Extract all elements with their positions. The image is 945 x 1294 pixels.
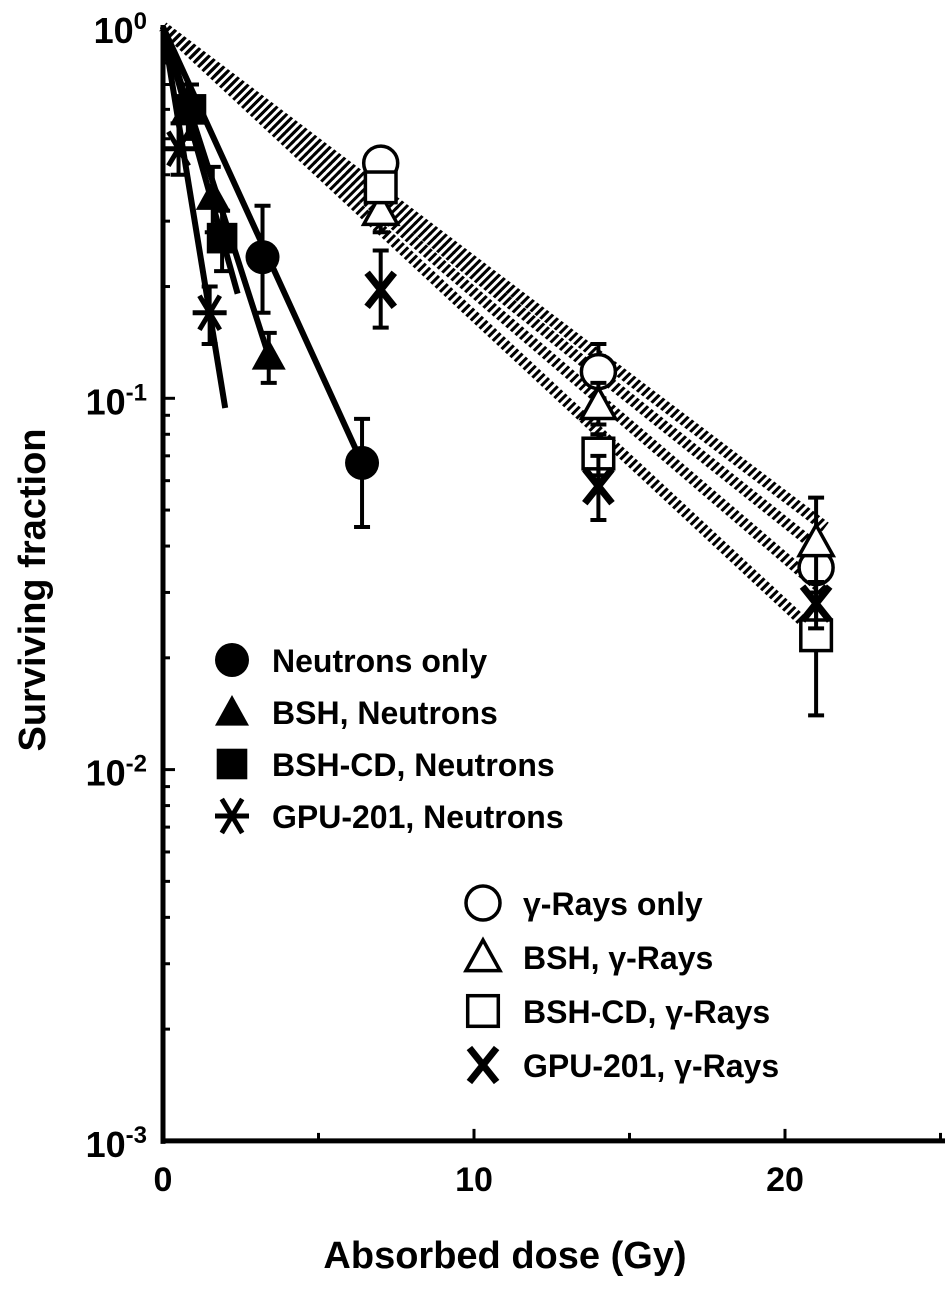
legend-label: BSH-CD, Neutrons — [272, 747, 555, 783]
legend-marker — [215, 643, 249, 677]
legend-marker — [463, 936, 503, 973]
data-point — [799, 584, 833, 623]
gamma-fit-band — [159, 22, 830, 597]
legend-label: BSH, Neutrons — [272, 695, 498, 731]
data-point — [161, 130, 196, 168]
data-point — [581, 436, 616, 471]
data-point — [796, 521, 837, 558]
y-axis-label: Surviving fraction — [12, 428, 54, 751]
data-point — [175, 94, 207, 125]
legend-marker — [216, 748, 248, 780]
data-point — [192, 294, 227, 332]
data-point — [582, 466, 615, 506]
data-point — [360, 190, 401, 227]
y-tick-label: 10-3 — [86, 1122, 147, 1165]
legend-label: BSH-CD, γ-Rays — [523, 994, 770, 1030]
legend-label: GPU-201, γ-Rays — [523, 1048, 779, 1084]
data-point — [578, 384, 619, 421]
gamma-fit-band — [159, 22, 830, 647]
legend-label: BSH, γ-Rays — [523, 940, 713, 976]
data-point — [363, 170, 398, 205]
data-point — [364, 270, 398, 309]
y-tick-label: 100 — [94, 8, 147, 51]
data-point — [245, 240, 280, 275]
data-point — [251, 338, 286, 370]
x-tick-label: 20 — [766, 1161, 804, 1199]
legend-label: Neutrons only — [272, 643, 487, 679]
x-tick-label: 0 — [154, 1161, 173, 1199]
legend-label: γ-Rays only — [523, 886, 703, 922]
data-point — [206, 222, 238, 254]
x-tick-label: 10 — [455, 1161, 493, 1199]
y-tick-label: 10-2 — [86, 751, 147, 794]
data-point — [195, 179, 230, 210]
legend-marker — [215, 695, 249, 726]
legend-marker — [215, 797, 249, 835]
data-point — [345, 445, 380, 480]
x-axis-label: Absorbed dose (Gy) — [323, 1235, 686, 1277]
y-tick-label: 10-1 — [86, 379, 147, 422]
legend-marker — [466, 1045, 500, 1085]
legend-marker — [464, 884, 502, 922]
legend-label: GPU-201, Neutrons — [272, 799, 564, 835]
legend-marker — [465, 993, 501, 1029]
